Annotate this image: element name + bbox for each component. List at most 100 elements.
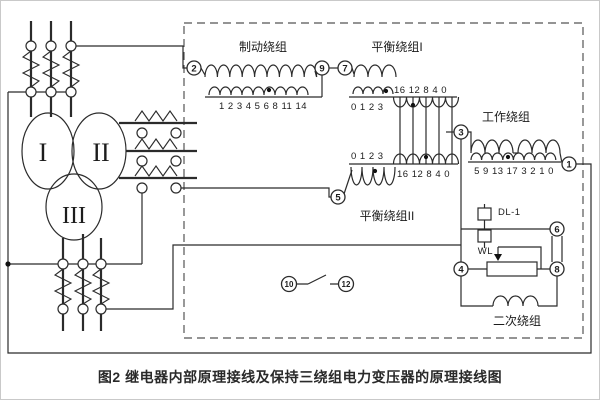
balance2-lower-taps: 16 12 8 4 0 (397, 169, 450, 180)
braking-winding: 制动绕组 1 2 3 4 5 6 8 11 14 (200, 40, 323, 112)
tap-vertical-lines (399, 97, 453, 164)
relay-enclosure-dashed-box (183, 22, 584, 339)
ct-zigzag (41, 50, 61, 88)
ct-terminal (136, 182, 148, 194)
balance-winding-1: 平衡绕组I 16 12 8 4 0 0 1 2 3 (349, 40, 457, 113)
ct-terminal (57, 303, 69, 315)
rheostat-label: WL (478, 246, 493, 257)
ct-group-side3 (53, 234, 111, 331)
breaker-contact-lower-box (477, 229, 492, 243)
winding2-label: II (92, 138, 109, 167)
ct-terminal (25, 86, 37, 98)
svg-text:12: 12 (342, 280, 351, 289)
ct-terminal (77, 258, 89, 270)
ct-terminal (170, 182, 182, 194)
working-coil-b (517, 139, 561, 154)
figure-caption: 图2 继电器内部原理接线及保持三绕组电力变压器的原理接线图 (97, 369, 503, 385)
ct-terminal (65, 40, 77, 52)
terminal-4: 4 (453, 261, 469, 277)
ct-terminal (170, 155, 182, 167)
contact-blade (296, 274, 339, 285)
tap-upper-arcs (392, 96, 460, 108)
terminal-3: 3 (453, 124, 469, 140)
breaker-contact-label: DL-1 (498, 207, 521, 218)
winding1-circle (21, 112, 75, 190)
balance2-label: 平衡绕组II (360, 209, 415, 223)
relay-terminals: 2 9 7 3 1 5 4 6 (186, 60, 577, 293)
balance1-upper-taps: 16 12 8 4 0 (394, 85, 447, 96)
balance1-label: 平衡绕组I (371, 40, 422, 54)
winding3-label: III (62, 203, 86, 229)
secondary-wire-right (538, 276, 558, 307)
ct-terminal (170, 127, 182, 139)
balance2-upper-taps: 0 1 2 3 (351, 151, 384, 162)
working-label: 工作绕组 (482, 110, 530, 124)
wire-ct3-top-bus (8, 193, 143, 265)
braking-winding-label: 制动绕组 (239, 40, 287, 54)
ct-terminal (77, 303, 89, 315)
terminal-2: 2 (186, 60, 202, 76)
rheostat-body (486, 261, 538, 277)
svg-text:9: 9 (319, 64, 324, 75)
ct-zigzag (73, 268, 93, 305)
secondary-coil (492, 295, 539, 307)
working-coil-a (470, 139, 514, 154)
svg-text:6: 6 (554, 225, 559, 236)
connection-wires (5, 45, 592, 354)
braking-coil (204, 64, 318, 78)
secondary-label: 二次绕组 (493, 314, 541, 328)
secondary-winding: 二次绕组 (460, 276, 558, 328)
terminal6-8-link (551, 236, 563, 262)
svg-text:4: 4 (458, 265, 464, 276)
terminal-5: 5 (330, 189, 346, 205)
working-tap-arcs (470, 152, 557, 161)
tap-lower-arcs (392, 153, 460, 165)
balance-winding-2: 0 1 2 3 16 12 8 4 0 平衡绕组II (343, 151, 458, 223)
ct-terminal (136, 155, 148, 167)
svg-text:10: 10 (285, 280, 294, 289)
ct-terminal (45, 86, 57, 98)
terminal-7: 7 (329, 60, 353, 76)
svg-text:8: 8 (554, 265, 559, 276)
ct-zigzag (53, 268, 73, 305)
breaker-contact-branch: DL-1 (461, 204, 550, 248)
ct-group-side1 (21, 21, 81, 117)
terminal-9: 9 (314, 60, 330, 76)
ct-zigzag (134, 138, 178, 150)
ct-terminal (25, 40, 37, 52)
terminal-8: 8 (549, 261, 565, 277)
svg-text:3: 3 (458, 128, 463, 139)
breaker-contact-upper-box (477, 207, 492, 221)
braking-tap-bus (205, 75, 323, 98)
ct-zigzag (21, 50, 41, 88)
polarity-dot (410, 102, 416, 108)
secondary-wire-left (460, 276, 493, 307)
polarity-dot (372, 168, 378, 174)
braking-tap-arcs (208, 86, 309, 96)
ct-group-side2 (119, 110, 197, 194)
junction-dot (5, 261, 11, 267)
braking-tap-numbers: 1 2 3 4 5 6 8 11 14 (219, 101, 307, 112)
power-transformer: I II III (21, 112, 127, 241)
schematic-canvas: I II III (5, 21, 592, 354)
svg-text:2: 2 (191, 64, 196, 75)
polarity-dot (383, 88, 389, 94)
terminal-12: 12 (337, 275, 355, 293)
balance1-coil (353, 64, 397, 78)
ct-zigzag (134, 110, 178, 122)
rheostat-wiper-wire (497, 246, 542, 269)
ct-terminal (45, 40, 57, 52)
polarity-dot (505, 154, 511, 160)
ct-terminal (57, 258, 69, 270)
rheostat-wiper-arrow (494, 254, 502, 261)
winding1-label: I (39, 138, 48, 167)
rheostat-branch: WL (468, 236, 563, 277)
side2-phase-leads (119, 121, 197, 180)
svg-text:1: 1 (566, 160, 572, 171)
balance1-tap-arcs (352, 86, 394, 95)
ct-terminal (95, 258, 107, 270)
side3-phase-leads (61, 234, 103, 331)
ct-terminal (95, 303, 107, 315)
polarity-dot (423, 154, 429, 160)
